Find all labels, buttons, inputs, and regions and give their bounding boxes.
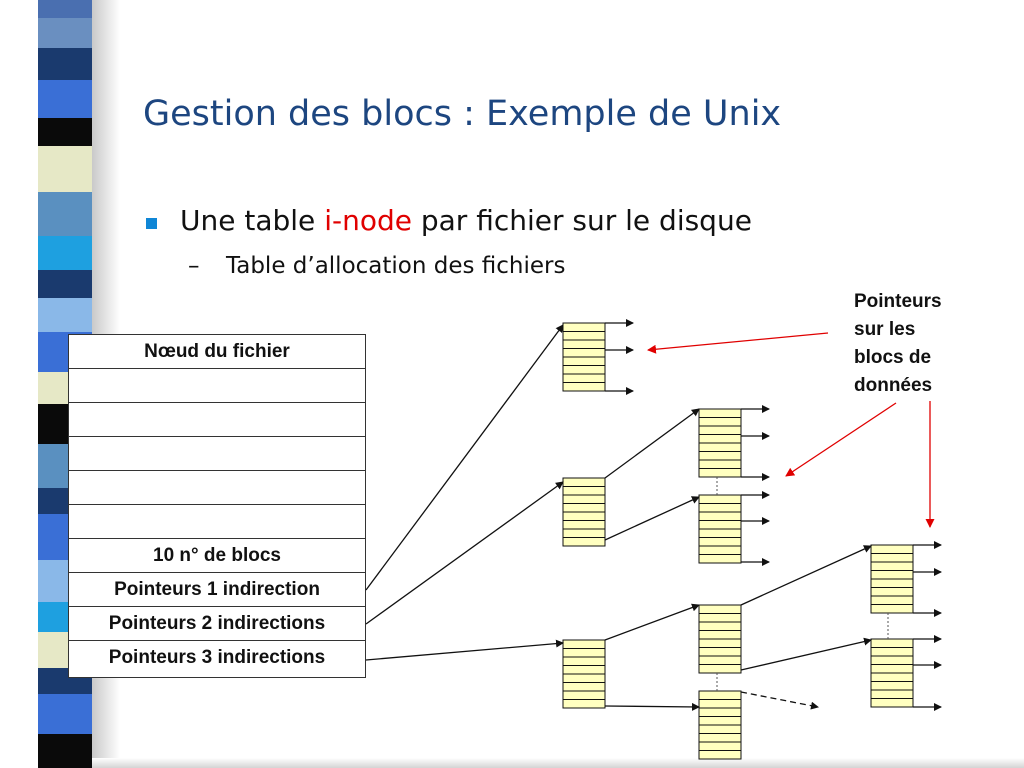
data-pointer-callout: Pointeurs sur les blocs de données: [854, 288, 942, 400]
arrow-icon: [740, 637, 872, 671]
square-bullet-icon: [146, 218, 157, 229]
callout-line: blocs de: [854, 347, 932, 368]
pointer-block: [698, 491, 770, 566]
arrow-icon: [604, 603, 700, 641]
pointer-block: [562, 639, 606, 709]
slide-title: Gestion des blocs : Exemple de Unix: [143, 94, 782, 134]
callout-line: Pointeurs: [854, 291, 942, 312]
pointer-block: [698, 690, 742, 760]
arrow-icon: [365, 324, 564, 591]
arrow-icon: [740, 691, 819, 710]
callout-line: sur les: [854, 319, 916, 340]
bullet-text: Une table i-node par fichier sur le disq…: [180, 204, 752, 237]
pointer-block: [562, 477, 606, 547]
arrow-icon: [604, 408, 700, 479]
dash-marker: –: [188, 253, 200, 279]
inode-table: Nœud du fichier 10 n° de blocs Pointeurs…: [68, 334, 366, 678]
triple-indirect-row: Pointeurs 3 indirections: [108, 647, 326, 668]
arrow-icon: [604, 702, 700, 711]
arrow-icon: [365, 639, 564, 661]
inode-row-empty: [69, 403, 365, 437]
inode-row-empty: [69, 471, 365, 505]
arrow-icon: [740, 545, 872, 606]
pointer-block: [870, 635, 942, 711]
decorative-stripe: [0, 0, 92, 768]
single-indirect-row: Pointeurs 1 indirection: [69, 573, 365, 607]
callout-arrow: [785, 402, 897, 477]
inode-header: Nœud du fichier: [69, 335, 365, 369]
inode-row-empty: [69, 369, 365, 403]
callout-arrow: [647, 332, 829, 354]
inode-row-empty: [69, 437, 365, 471]
pointer-block: [562, 319, 634, 395]
direct-blocks-row: 10 n° de blocs: [69, 539, 365, 573]
highlight-term: i-node: [324, 204, 412, 237]
pointer-block: [698, 405, 770, 481]
double-indirect-row: Pointeurs 2 indirections: [69, 607, 365, 641]
sub-bullet-text: Table d’allocation des fichiers: [226, 253, 566, 279]
pointer-block: [870, 541, 942, 617]
pointer-block: [698, 604, 742, 674]
callout-line: données: [854, 375, 933, 396]
arrow-icon: [365, 481, 564, 625]
bottom-shadow: [92, 758, 1024, 768]
inode-row-empty: [69, 505, 365, 539]
arrow-icon: [604, 496, 700, 541]
